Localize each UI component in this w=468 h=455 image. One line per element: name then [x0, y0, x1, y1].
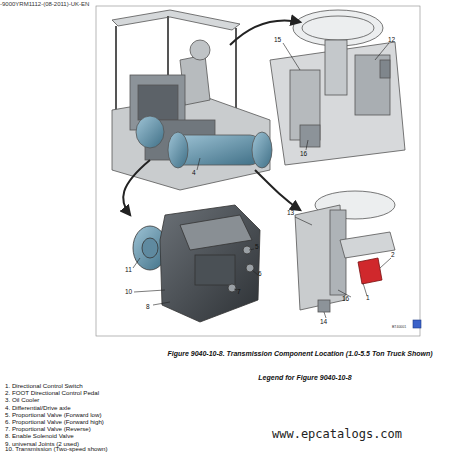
callout-number: 5	[255, 243, 259, 250]
callout-number: 4	[192, 169, 196, 176]
callout-number: 13	[287, 209, 294, 216]
view-arrow	[123, 20, 300, 215]
callout-number: 11	[125, 266, 132, 273]
legend-item: 10. Transmission (Two-speed shown)	[5, 446, 107, 453]
leader-line	[133, 43, 391, 318]
legend-item: 7. Proportional Valve (Reverse)	[5, 426, 91, 433]
forklift	[112, 10, 272, 190]
legend-item: 4. Differential/Drive axle	[5, 405, 71, 412]
callout-number: 16	[300, 150, 307, 157]
legend-heading: Legend for Figure 9040-10-8	[258, 374, 351, 382]
watermark: www.epcatalogs.com	[272, 428, 402, 441]
legend-item: 6. Proportional Valve (Forward high)	[5, 419, 104, 426]
legend-item: 2. FOOT Directional Control Pedal	[5, 390, 99, 397]
legend-item: 3. Oil Cooler	[5, 397, 39, 404]
page-header: -9000YRM1112-(08-2011)-UK-EN	[0, 1, 89, 8]
callout-number: 14	[320, 318, 327, 325]
callout-number: 6	[258, 270, 262, 277]
callout-number: 1	[366, 294, 370, 301]
figure-caption: Figure 9040-10-8. Transmission Component…	[167, 350, 432, 358]
legend-item: 1. Directional Control Switch	[5, 383, 83, 390]
callout-number: 12	[388, 36, 395, 43]
legend-item: 5. Proportional Valve (Forward low)	[5, 412, 102, 419]
callout-number: 2	[391, 251, 395, 258]
figure-code: BT40001	[392, 326, 406, 330]
steering-panel	[270, 10, 405, 165]
steering-column	[295, 191, 395, 312]
callout-number: 7	[237, 288, 241, 295]
callout-number: 8	[146, 303, 150, 310]
link-icon	[413, 320, 421, 328]
transmission	[133, 205, 260, 322]
legend-item: 8. Enable Solenoid Valve	[5, 433, 74, 440]
callout-number: 16	[342, 295, 349, 302]
callout-number: 15	[274, 36, 281, 43]
figure-frame	[96, 6, 420, 336]
callout-number: 10	[125, 288, 132, 295]
